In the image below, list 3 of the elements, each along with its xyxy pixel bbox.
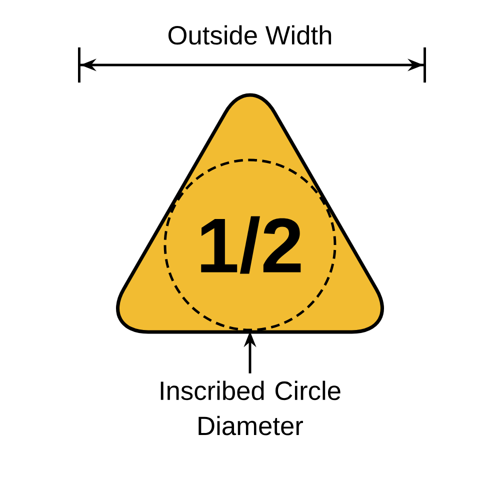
caption-text: Inscribed Circle Diameter [160,380,340,436]
dimension-label: Outside Width [168,25,332,45]
triangle-shape [116,93,384,334]
